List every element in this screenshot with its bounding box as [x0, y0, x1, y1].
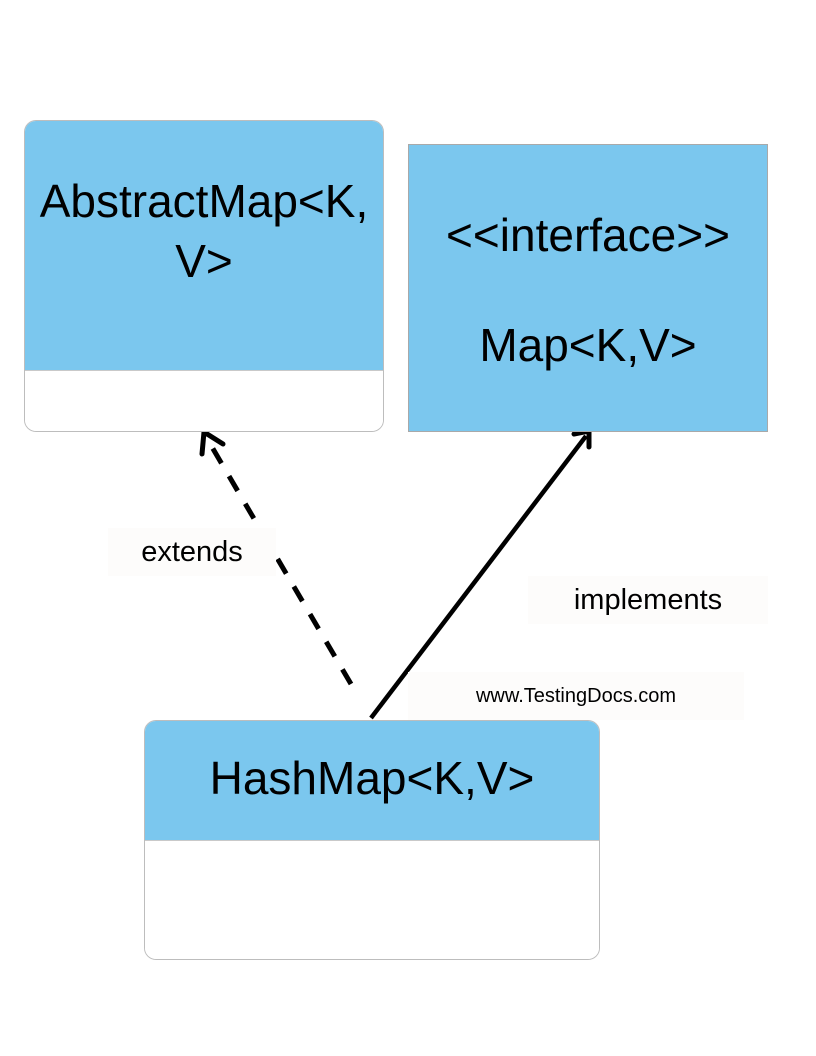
hashmap-class-body	[145, 840, 599, 959]
hashmap-class-header: HashMap<K,V>	[145, 721, 599, 840]
extends-arrowhead	[199, 427, 226, 457]
extends-label: extends	[108, 528, 276, 576]
map-interface-name: Map<K,V>	[479, 319, 697, 371]
map-interface-box: <<interface>> Map<K,V>	[408, 144, 768, 432]
abstractmap-class-box: AbstractMap<K, V>	[24, 120, 384, 432]
hashmap-class-title: HashMap<K,V>	[209, 751, 535, 804]
hashmap-class-box: HashMap<K,V>	[144, 720, 600, 960]
abstractmap-class-header: AbstractMap<K, V>	[25, 121, 383, 370]
watermark-text: www.TestingDocs.com	[408, 672, 744, 720]
abstractmap-class-title: AbstractMap<K, V>	[39, 174, 369, 287]
abstractmap-class-body	[25, 370, 383, 431]
implements-label: implements	[528, 576, 768, 624]
implements-arrowhead	[571, 427, 592, 450]
interface-stereotype: <<interface>>	[446, 209, 730, 261]
